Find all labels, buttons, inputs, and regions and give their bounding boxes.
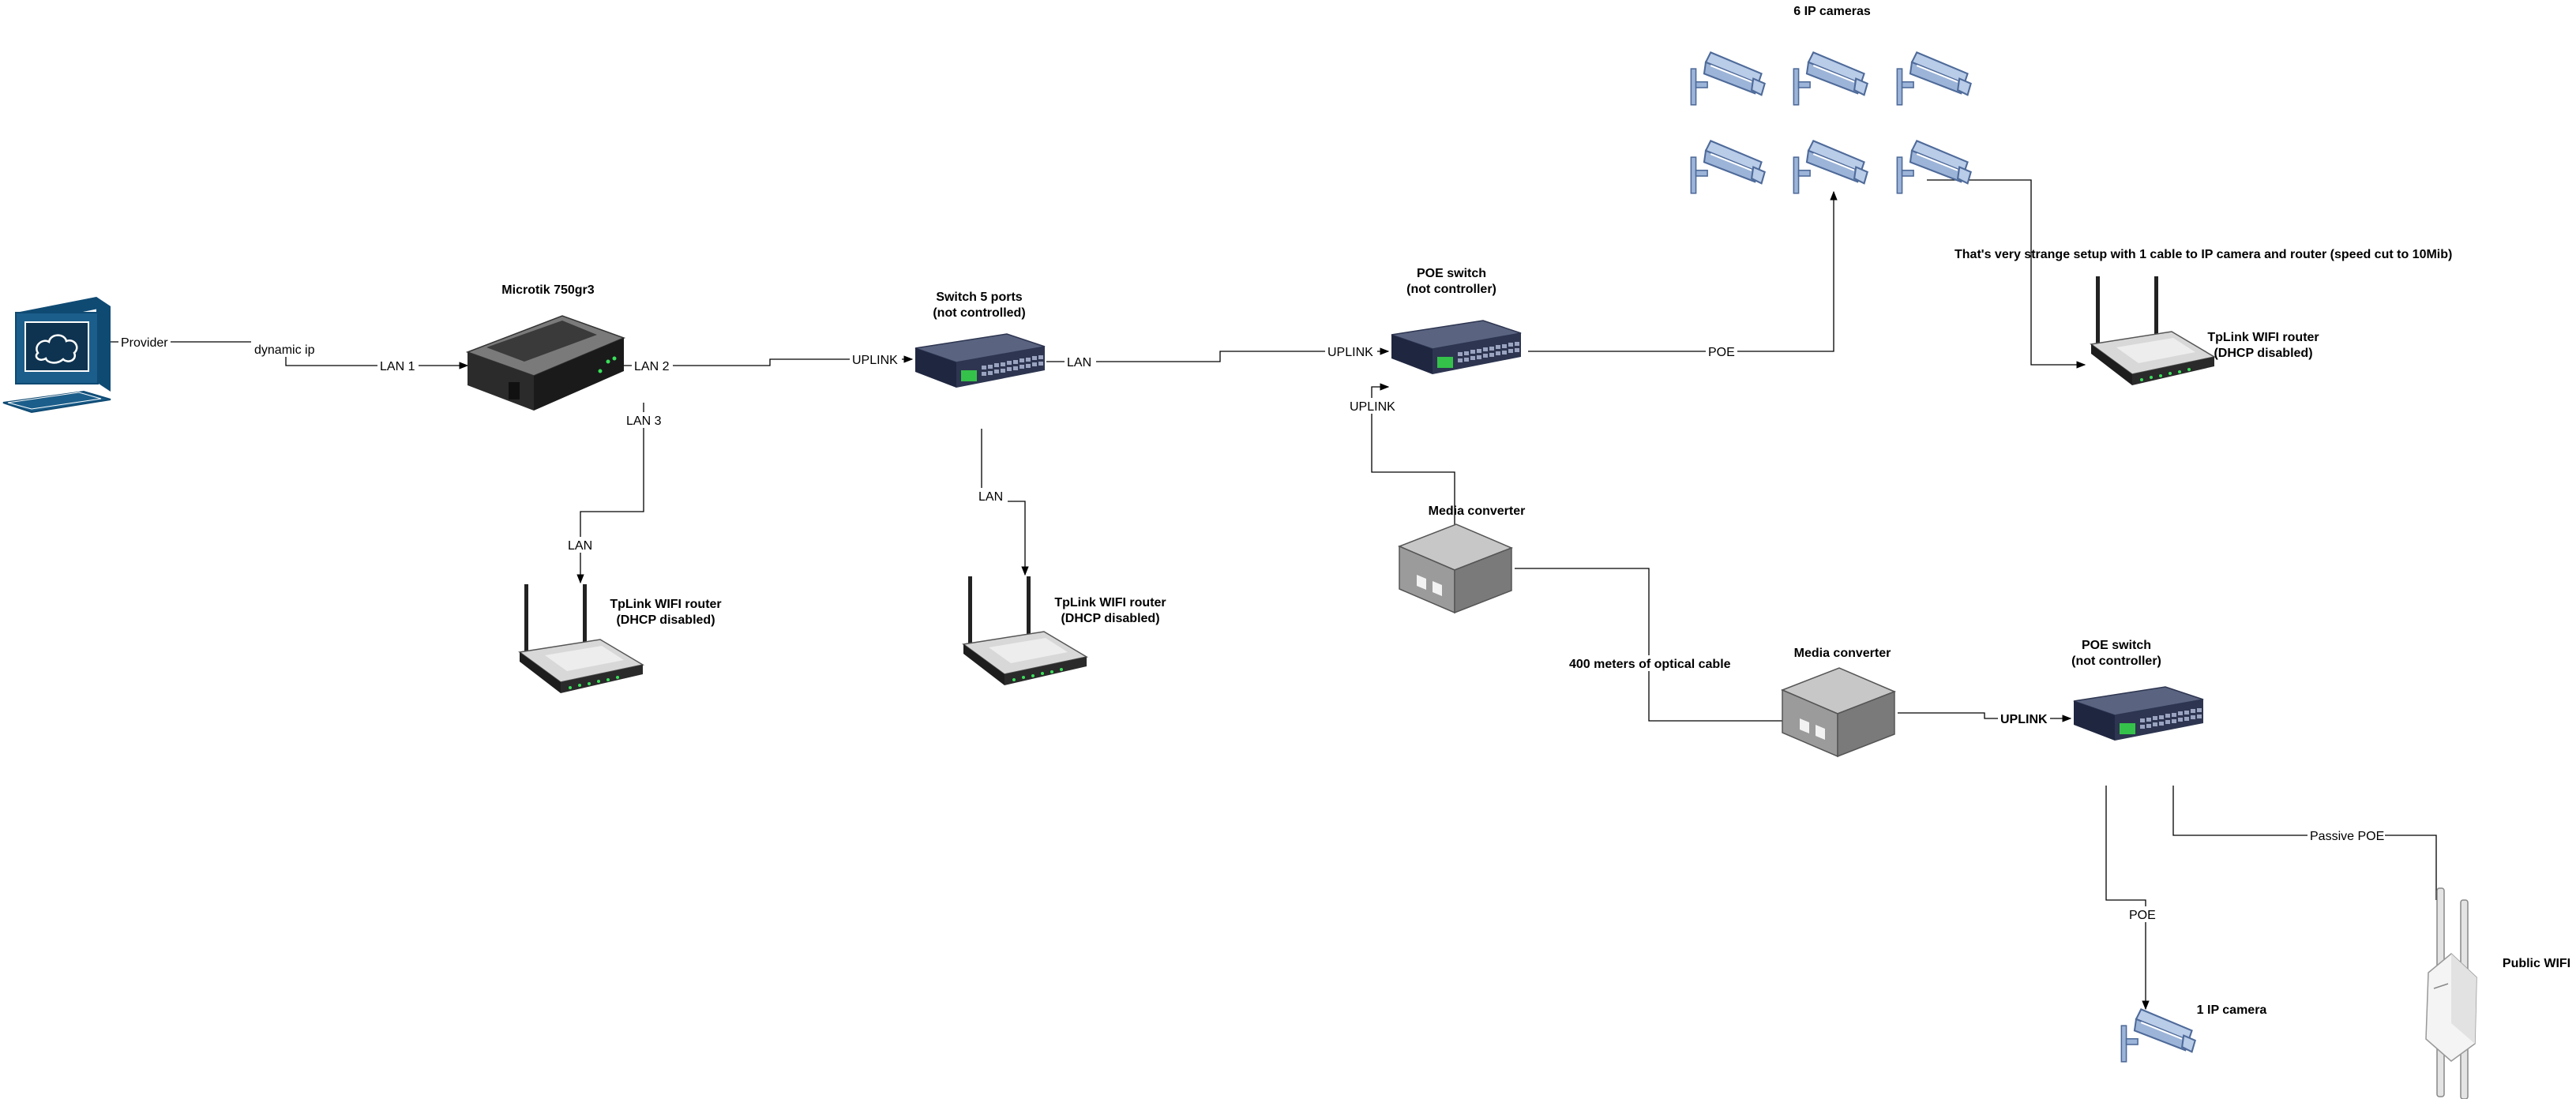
edge-label-lan-switch: LAN — [1067, 356, 1091, 369]
edge-microtik-tplink1 — [576, 403, 644, 584]
wifi-router-icon — [963, 576, 1087, 685]
edge-label-poe2: POE — [2129, 909, 2156, 922]
node-label-media2: Media converter — [1794, 647, 1891, 660]
wifi-router-icon — [2091, 276, 2214, 385]
cctv-camera-icon — [1793, 52, 1867, 104]
edge-camera-tplinktop — [1927, 179, 2086, 369]
node-label-switch5-sub: (not controlled) — [933, 306, 1025, 320]
cctv-camera-icon — [1897, 52, 1970, 104]
node-label-poe-switch2: POE switch — [2082, 639, 2151, 652]
switch-icon — [915, 334, 1045, 388]
edge-labels: Provider dynamic ip LAN 1 LAN 2 LAN 3 LA… — [118, 334, 2385, 922]
edge-label-dynamic-ip: dynamic ip — [254, 343, 315, 357]
edge-switch5-poe1 — [1046, 347, 1390, 362]
edge-poe2-publicwifi — [2172, 786, 2437, 900]
node-label-tplink2: TpLink WIFI router — [1054, 596, 1166, 610]
cctv-camera-icon — [2121, 1009, 2195, 1061]
edge-label-lan1: LAN 1 — [380, 360, 415, 373]
edge-label-uplink-media: UPLINK — [1350, 400, 1395, 414]
cctv-camera-icon — [1691, 52, 1764, 104]
edge-label-lan-router1: LAN — [568, 539, 592, 553]
node-labels: Microtik 750gr3 Switch 5 ports (not cont… — [501, 5, 2570, 1017]
node-label-poe-switch2-sub: (not controller) — [2071, 655, 2161, 668]
computer-icon — [2, 297, 111, 414]
edge-microtik-switch5 — [624, 355, 914, 366]
node-label-poe-switch1: POE switch — [1417, 267, 1486, 280]
setup-note: That's very strange setup with 1 cable t… — [1955, 248, 2452, 261]
media-converter-icon — [1399, 524, 1511, 613]
node-label-public-wifi: Public WIFI — [2503, 957, 2570, 970]
edge-label-uplink3: UPLINK — [2000, 713, 2048, 726]
node-label-cameras6: 6 IP cameras — [1793, 5, 1871, 18]
node-label-tplink-top-sub: (DHCP disabled) — [2214, 347, 2312, 360]
edge-media1-media2 — [1515, 568, 1785, 722]
node-label-tplink-top: TpLink WIFI router — [2207, 331, 2319, 344]
node-label-tplink2-sub: (DHCP disabled) — [1061, 612, 1159, 625]
edge-label-lan3: LAN 3 — [626, 414, 662, 428]
edge-label-uplink1: UPLINK — [852, 354, 898, 367]
router-icon — [465, 315, 626, 411]
poe-switch-icon — [2074, 687, 2203, 741]
outdoor-access-point-icon — [2425, 887, 2477, 1099]
node-label-poe-switch1-sub: (not controller) — [1406, 283, 1496, 296]
edge-label-lan2: LAN 2 — [634, 360, 670, 373]
edge-media1-poe1 — [1371, 383, 1455, 529]
edge-poe1-cameras — [1528, 190, 1838, 352]
cctv-camera-icon — [1897, 141, 1970, 193]
edge-poe2-camera1 — [2105, 786, 2150, 1011]
cctv-camera-icon — [1793, 141, 1867, 193]
edge-label-optical: 400 meters of optical cable — [1569, 658, 1731, 671]
cctv-camera-icon — [1691, 141, 1764, 193]
media-converter-icon — [1782, 668, 1894, 756]
edge-label-passive-poe: Passive POE — [2310, 830, 2384, 843]
node-label-tplink1-sub: (DHCP disabled) — [616, 613, 715, 627]
poe-switch-icon — [1391, 321, 1521, 374]
node-label-switch5: Switch 5 ports — [936, 291, 1022, 304]
edge-label-poe1: POE — [1708, 346, 1735, 359]
node-label-media1: Media converter — [1429, 504, 1526, 518]
node-label-tplink1: TpLink WIFI router — [610, 598, 721, 611]
edge-label-lan-router2: LAN — [978, 490, 1003, 504]
edge-label-provider: Provider — [121, 336, 168, 350]
connections — [111, 179, 2437, 1011]
node-label-camera1: 1 IP camera — [2197, 1003, 2267, 1017]
node-label-microtik: Microtik 750gr3 — [501, 283, 594, 297]
edge-label-uplink2: UPLINK — [1327, 346, 1373, 359]
